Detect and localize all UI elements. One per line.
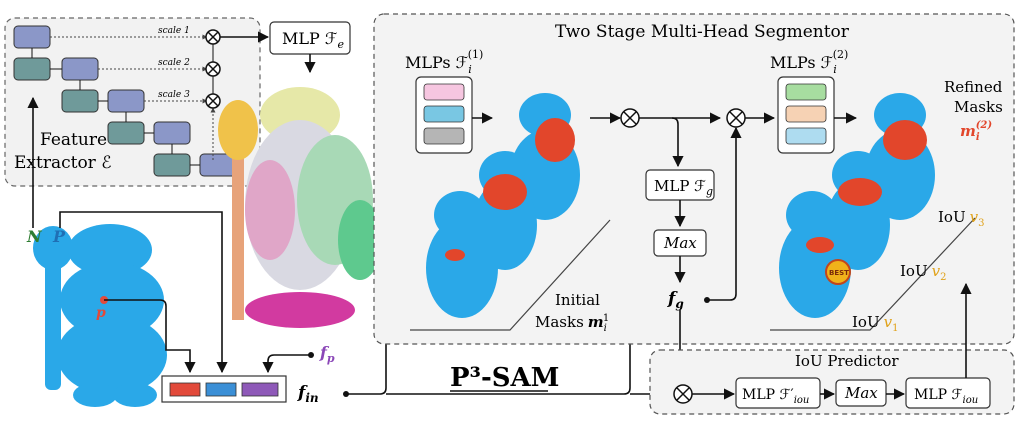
svg-text:MLP ℱiou: MLP ℱiou: [914, 387, 978, 406]
mlp-iou-prime-label: MLP ℱ′: [742, 387, 794, 403]
mlp-fe-box: MLP ℱe: [269, 21, 351, 55]
initial-mask-models: [410, 93, 611, 331]
multiply-node-3: [673, 384, 693, 404]
fp-sub: p: [327, 352, 335, 365]
mlps2-sup: (2): [833, 48, 849, 61]
scale-3-label: scale 3: [158, 90, 190, 100]
iou-v1-sub: 1: [892, 323, 898, 334]
segmentor-title: Two Stage Multi-Head Segmentor: [555, 22, 850, 42]
mlp-iou-box: MLP ℱiou: [905, 377, 991, 409]
refined-masks-line2: Masks: [954, 98, 1003, 116]
fp-label: f: [319, 343, 330, 362]
feature-extractor-label-2: Extractor ℰ: [14, 153, 112, 173]
svg-text:MLPs ℱi(1): MLPs ℱi (1): [405, 48, 483, 76]
fin-sub: in: [305, 391, 318, 405]
mlps1-stack: [415, 76, 473, 154]
mlps2-stack: [777, 76, 835, 154]
mlp-fg-label: MLP ℱ: [654, 177, 706, 195]
svg-text:MLP ℱe: MLP ℱe: [282, 29, 344, 51]
mlps2-label: MLPs ℱ: [770, 53, 834, 72]
iou-v2-sub: 2: [940, 272, 946, 283]
mlp-fe-sub: e: [337, 38, 344, 51]
mlp-fe-label: MLP ℱ: [282, 29, 338, 48]
input-point-cloud-model: [33, 224, 167, 407]
iou-v2-label: IoU: [900, 262, 928, 280]
iou-v3-sub: 3: [978, 218, 984, 229]
best-badge: BEST: [829, 269, 849, 277]
mlp-iou-label: MLP ℱ: [914, 387, 963, 403]
input-P-label: P: [52, 227, 66, 246]
initial-masks-var: m: [588, 313, 604, 331]
initial-masks-line1: Initial: [555, 291, 600, 309]
max-label-iou: Max: [844, 384, 878, 402]
mlp-fg-sub: g: [706, 185, 713, 198]
mlps1-label: MLPs ℱ: [405, 53, 469, 72]
feature-extractor-label-1: Feature: [40, 130, 107, 150]
initial-masks-sub: i: [604, 323, 607, 334]
svg-text:mi(2): mi(2): [960, 120, 992, 143]
iou-predictor-title: IoU Predictor: [795, 352, 899, 370]
fin-label: f: [297, 383, 308, 403]
mlp-iou-prime-sub: iou: [794, 395, 810, 406]
svg-text:MLP ℱg: MLP ℱg: [654, 177, 713, 198]
iou-v1-var: v: [884, 313, 893, 331]
scale-2-label: scale 2: [158, 58, 190, 68]
mlps2-sub: i: [833, 63, 837, 76]
svg-text:fp: fp: [319, 343, 335, 365]
multiply-node-1: [620, 108, 640, 128]
max-box-iou: Max: [835, 379, 887, 407]
max-label-segmentor: Max: [663, 234, 697, 252]
initial-masks-line2: Masks: [535, 313, 584, 331]
iou-v3-label: IoU: [938, 208, 966, 226]
multiply-node-2: [726, 108, 746, 128]
refined-masks-sub: i: [976, 132, 980, 143]
concat-feature-bar: [161, 375, 287, 403]
mlps1-sup: (1): [468, 48, 484, 61]
max-box-segmentor: Max: [653, 229, 707, 257]
iou-v2-var: v: [932, 262, 941, 280]
fg-label: f: [667, 289, 678, 309]
mlp-iou-sub: iou: [963, 395, 979, 406]
scale-multiply-nodes: [205, 29, 221, 109]
rainbow-feature-model: [218, 87, 382, 328]
method-title: P³-SAM: [450, 363, 559, 393]
mlps1-sub: i: [468, 63, 472, 76]
fg-sub: g: [675, 297, 683, 311]
input-N-label: N: [26, 227, 43, 246]
refined-masks-var: m: [960, 122, 976, 140]
initial-masks-sup: 1: [603, 313, 609, 324]
scale-1-label: scale 1: [158, 26, 190, 36]
iou-v1-label: IoU: [852, 313, 880, 331]
mlp-iou-prime-box: MLP ℱ′iou: [735, 377, 821, 409]
svg-text:fg: fg: [667, 289, 684, 311]
input-p-label: p: [96, 305, 106, 321]
svg-text:MLPs ℱi(2): MLPs ℱi (2): [770, 48, 848, 76]
refined-mask-models: BEST: [770, 93, 976, 331]
svg-text:MLP ℱ′iou: MLP ℱ′iou: [742, 387, 809, 406]
mlp-fg-box: MLP ℱg: [645, 169, 715, 201]
feature-extractor-panel: scale 1 scale 2 scale 3 Feature Extracto…: [4, 17, 261, 187]
refined-masks-line1: Refined: [944, 78, 1003, 96]
refined-masks-sup: (2): [976, 120, 993, 131]
iou-v3-var: v: [970, 208, 979, 226]
svg-text:fin: fin: [297, 383, 319, 405]
